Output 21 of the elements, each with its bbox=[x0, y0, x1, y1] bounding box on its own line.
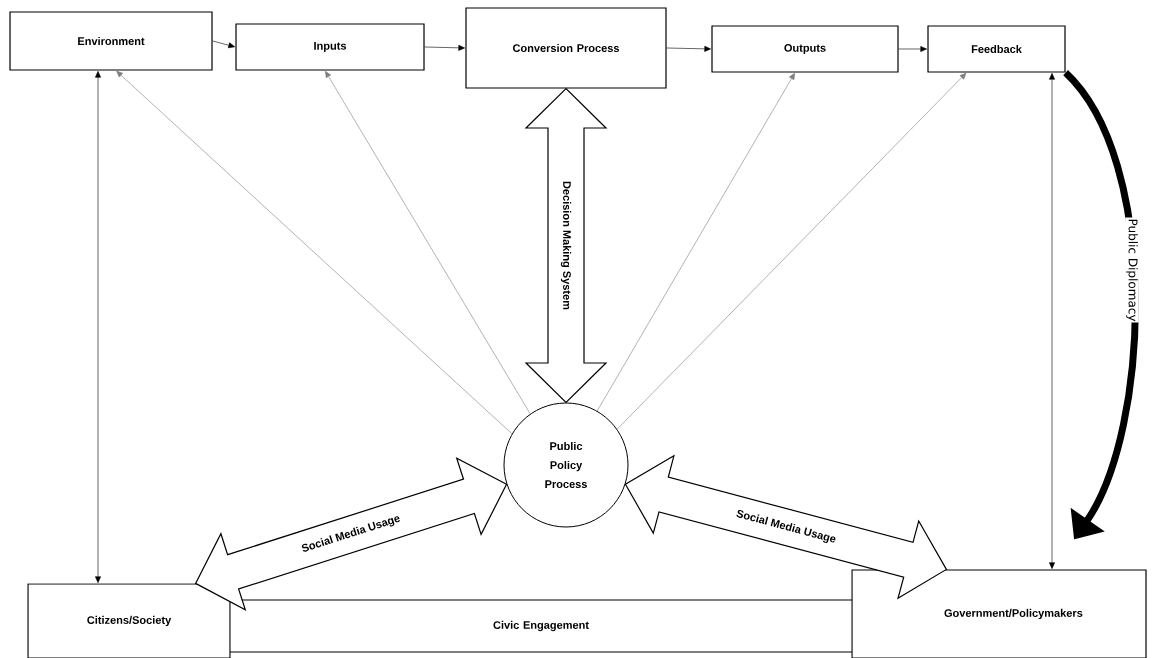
edge-label: Social Media Usage bbox=[299, 512, 403, 556]
process-box: Citizens/Society bbox=[27, 583, 231, 658]
process-box: Environment bbox=[9, 11, 213, 71]
block-arrow bbox=[194, 457, 508, 612]
process-box: Government/Policymakers bbox=[851, 569, 1147, 658]
edge-label: Social Media Usage bbox=[733, 507, 839, 547]
arrow bbox=[325, 70, 531, 415]
edge-label: Public Diplomacy bbox=[1125, 217, 1139, 323]
process-box: Feedback bbox=[927, 25, 1066, 73]
arrow bbox=[116, 70, 513, 435]
arrow bbox=[898, 46, 927, 52]
process-box: Outputs bbox=[711, 25, 899, 73]
arrow bbox=[666, 45, 711, 52]
arrow bbox=[424, 44, 465, 51]
arrow bbox=[95, 71, 101, 583]
arrow bbox=[1049, 73, 1055, 569]
arrow bbox=[596, 72, 795, 412]
arrow bbox=[616, 72, 967, 430]
process-box: Conversion Process bbox=[465, 7, 667, 89]
process-box: Inputs bbox=[235, 23, 425, 71]
arrow bbox=[212, 40, 235, 49]
